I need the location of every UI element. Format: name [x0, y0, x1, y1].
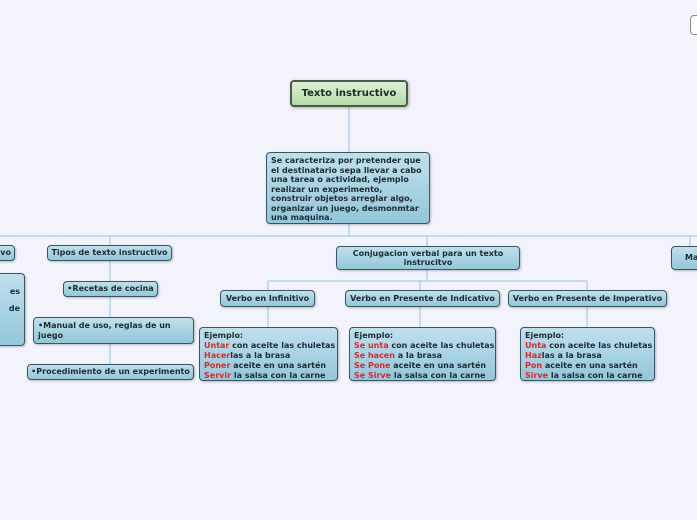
branch-infinitivo[interactable]: Verbo en Infinitivo	[220, 290, 315, 307]
example-text: aceite en una sartén	[542, 361, 638, 370]
tipos-topic[interactable]: Tipos de texto instructivo	[47, 245, 172, 261]
example-infinitivo[interactable]: Ejemplo: Untar con aceite las chuletas H…	[199, 327, 338, 381]
left-partial-topic[interactable]: vo	[0, 245, 15, 261]
example-verb: Poner	[204, 361, 231, 370]
left-partial-box[interactable]: es de	[0, 273, 25, 346]
example-verb: Pon	[525, 361, 543, 370]
example-text: la salsa con la carne	[548, 371, 643, 380]
example-verb: Untar	[204, 341, 230, 350]
example-verb: Sirve	[525, 371, 549, 380]
example-verb: Servir	[204, 371, 232, 380]
example-verb: Se Pone	[354, 361, 391, 370]
branch-presente-imperativo[interactable]: Verbo en Presente de Imperativo	[508, 290, 667, 307]
root-topic[interactable]: Texto instructivo	[290, 80, 408, 107]
example-verb: Se unta	[354, 341, 389, 350]
example-verb: Se Sirve	[354, 371, 392, 380]
example-verb: Hacer	[204, 351, 231, 360]
example-text: las a la brasa	[230, 351, 291, 360]
example-label: Ejemplo:	[204, 331, 244, 340]
example-text: la salsa con la carne	[391, 371, 486, 380]
example-text: con aceite las chuletas	[229, 341, 336, 350]
panel-toggle-icon[interactable]	[690, 15, 697, 35]
example-text: con aceite las chuletas	[546, 341, 653, 350]
example-text: a la brasa	[394, 351, 443, 360]
conjugacion-topic[interactable]: Conjugacion verbal para un texto instruc…	[336, 246, 520, 270]
tipos-item[interactable]: •Manual de uso, reglas de un juego	[33, 317, 194, 344]
example-presente-indicativo[interactable]: Ejemplo: Se unta con aceite las chuletas…	[349, 327, 496, 381]
example-verb: Unta	[525, 341, 547, 350]
example-text: con aceite las chuletas	[388, 341, 495, 350]
description-node[interactable]: Se caracteriza por pretender que el dest…	[266, 152, 430, 224]
example-label: Ejemplo:	[525, 331, 565, 340]
example-text: las a la brasa	[541, 351, 602, 360]
tipos-item[interactable]: •Procedimiento de un experimento	[27, 364, 194, 380]
example-verb: Haz	[525, 351, 542, 360]
left-partial-line: de	[8, 303, 20, 313]
example-text: aceite en una sartén	[390, 361, 487, 370]
right-partial-topic[interactable]: Ma	[671, 246, 697, 270]
example-text: aceite en una sartén	[230, 361, 327, 370]
example-verb: Se hacen	[354, 351, 395, 360]
example-text: la salsa con la carne	[231, 371, 326, 380]
left-partial-line: es	[9, 287, 20, 296]
example-presente-imperativo[interactable]: Ejemplo: Unta con aceite las chuletas Ha…	[520, 327, 655, 381]
tipos-item[interactable]: •Recetas de cocina	[63, 281, 158, 297]
branch-presente-indicativo[interactable]: Verbo en Presente de Indicativo	[345, 290, 500, 307]
example-label: Ejemplo:	[354, 331, 394, 340]
